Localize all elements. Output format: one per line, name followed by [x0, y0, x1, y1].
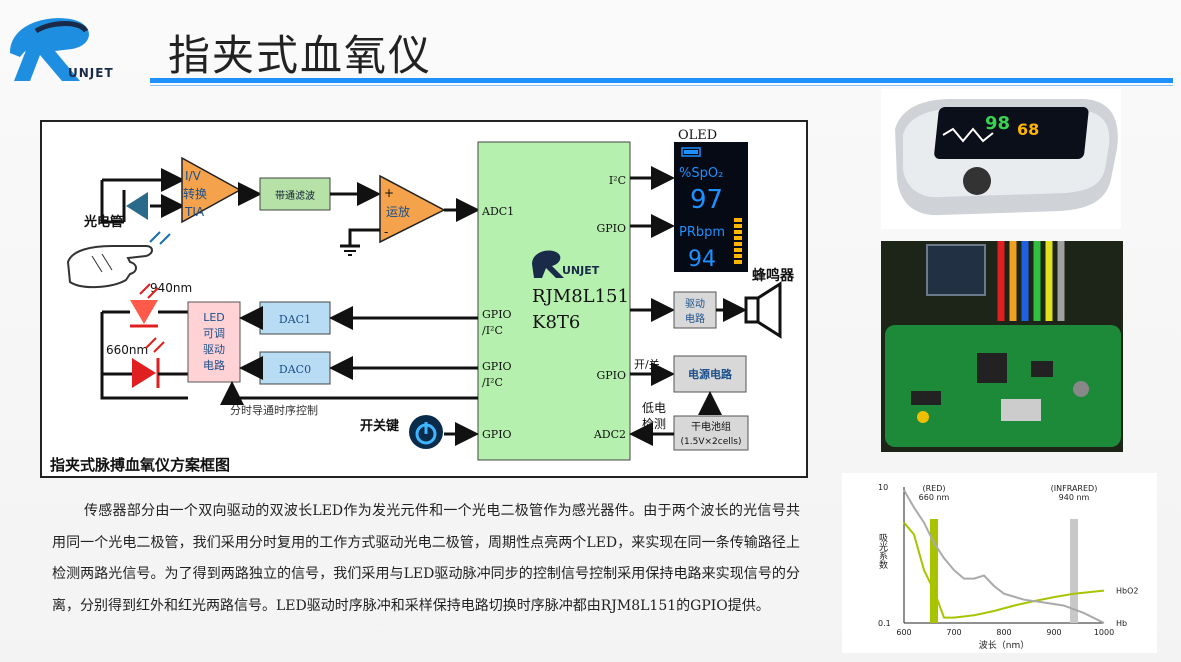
- drive-line1: 驱动: [685, 298, 705, 310]
- bandpass-filter-label: 带通滤波: [275, 189, 315, 202]
- mcu-logo: [532, 250, 564, 278]
- mcu-name-line2: K8T6: [532, 312, 580, 333]
- wavelength-940-label: 940nm: [150, 281, 192, 295]
- finger-icon: [66, 245, 153, 288]
- device-screen-value-2: 68: [1017, 120, 1039, 139]
- pin-adc1: ADC1: [481, 205, 514, 218]
- buzzer-label: 蜂鸣器: [752, 267, 795, 284]
- pin-adc2: ADC2: [593, 428, 626, 441]
- diagram-caption: 指夹式脉搏血氧仪方案框图: [50, 456, 230, 474]
- oled-pr-value: 94: [688, 247, 716, 272]
- series-line-hb: [903, 489, 1105, 624]
- photodiode-icon: [122, 190, 171, 245]
- chart-x-label: 波长（nm）: [979, 639, 1029, 651]
- pin-gpio-i2c-1b: /I²C: [482, 324, 503, 337]
- oled-pr-label: PRbpm: [679, 225, 725, 240]
- y-tick-label: 10: [878, 483, 888, 492]
- oled-spo2-label: %SpO₂: [679, 166, 723, 181]
- pin-i2c-right: I²C: [609, 174, 626, 187]
- pin-gpio-right2: GPIO: [596, 369, 626, 382]
- block-diagram-svg: 光电管 I/V 转换 TIA 带通滤波 + 运放 - ADC1 I²C GPIO…: [50, 128, 795, 474]
- speaker-icon: [744, 281, 782, 339]
- mcu-block: [477, 141, 631, 461]
- drive-line2: 电路: [685, 312, 705, 325]
- chart-y-label: 吸光系数: [877, 533, 888, 570]
- pin-gpio-i2c-1a: GPIO: [482, 308, 512, 321]
- led-drive-block: [187, 301, 241, 383]
- pin-gpio-bottom: GPIO: [482, 428, 512, 441]
- page-title: 指夹式血氧仪: [168, 31, 433, 80]
- pin-gpio-i2c-2a: GPIO: [482, 360, 512, 373]
- y-tick-label: 0.1: [878, 619, 891, 628]
- bandpass-filter-block: [259, 177, 331, 211]
- drive-circuit-block: [673, 291, 717, 329]
- annotation-line2-0: 660 nm: [919, 493, 950, 502]
- oled-label: OLED: [678, 128, 717, 143]
- opamp-label: 运放: [386, 204, 410, 219]
- lowbatt-line1: 低电: [642, 401, 666, 415]
- opamp-minus: -: [384, 225, 388, 239]
- x-tick-label: 1000: [1094, 628, 1114, 637]
- wavelength-660-label: 660nm: [106, 343, 148, 357]
- lowbatt-line2: 检测: [642, 416, 666, 431]
- x-tick-label: 900: [1046, 628, 1061, 637]
- switch-label: 开/关: [634, 357, 660, 371]
- power-key-label: 开关键: [360, 418, 399, 434]
- oximeter-device-photo: 98 68: [881, 89, 1121, 229]
- description-paragraph: 传感器部分由一个双向驱动的双波长LED作为发光元件和一个光电二极管作为感光器件。…: [52, 503, 800, 614]
- x-tick-label: 600: [896, 628, 911, 637]
- pin-gpio-i2c-2b: /I²C: [482, 376, 503, 389]
- wavelength-band-1: [1070, 519, 1078, 623]
- led-drive-line1: LED: [203, 311, 225, 324]
- logo-text: UNJET: [68, 66, 114, 80]
- annotation-line1-0: (RED): [922, 484, 945, 493]
- led-drive-line3: 驱动: [203, 343, 225, 356]
- battery-line2: (1.5V×2cells): [681, 437, 742, 447]
- power-key-icon[interactable]: [409, 415, 443, 449]
- opamp-plus: +: [384, 186, 394, 200]
- mcu-name-line1: RJM8L151: [532, 286, 629, 307]
- dac1-label: DAC1: [279, 313, 311, 326]
- tia-line1: I/V: [185, 169, 202, 183]
- tia-amplifier: [181, 156, 242, 224]
- title-underline: [150, 78, 1173, 83]
- led-drive-line2: 可调: [203, 327, 225, 340]
- timing-control-label: 分时导通时序控制: [230, 403, 318, 417]
- x-tick-label: 800: [996, 628, 1011, 637]
- battery-block: [673, 415, 749, 451]
- power-circuit-block: [673, 355, 747, 393]
- led-940-icon: [130, 283, 159, 328]
- annotation-line2-1: 940 nm: [1059, 493, 1090, 502]
- tia-line2: 转换: [183, 186, 207, 201]
- dac0-label: DAC0: [279, 363, 311, 376]
- annotation-line1-1: (INFRARED): [1051, 484, 1098, 493]
- device-screen-value-1: 98: [985, 113, 1010, 134]
- oled-spo2-value: 97: [690, 185, 723, 215]
- title-underline-thin: [150, 85, 1173, 86]
- battery-line1: 干电池组: [691, 420, 731, 433]
- series-label-hbo2: HbO2: [1116, 587, 1138, 596]
- led-660-icon: [132, 337, 165, 388]
- runjet-logo: [10, 18, 90, 81]
- tia-line3: TIA: [184, 205, 205, 219]
- battery-icon: [681, 147, 701, 157]
- x-tick-label: 700: [946, 628, 961, 637]
- pin-gpio-right1: GPIO: [596, 222, 626, 235]
- block-diagram: 光电管 I/V 转换 TIA 带通滤波 + 运放 - ADC1 I²C GPIO…: [40, 120, 808, 478]
- wavelength-band-0: [930, 519, 938, 623]
- series-label-hb: Hb: [1116, 619, 1127, 628]
- opamp: [379, 174, 446, 244]
- oled-pulse-bar: [734, 218, 742, 264]
- led-drive-line4: 电路: [203, 359, 225, 372]
- power-label: 电源电路: [688, 367, 733, 381]
- pcb-board-photo: [881, 241, 1123, 452]
- mcu-logo-text: UNJET: [562, 264, 600, 277]
- series-line-hbo2: [903, 521, 1105, 619]
